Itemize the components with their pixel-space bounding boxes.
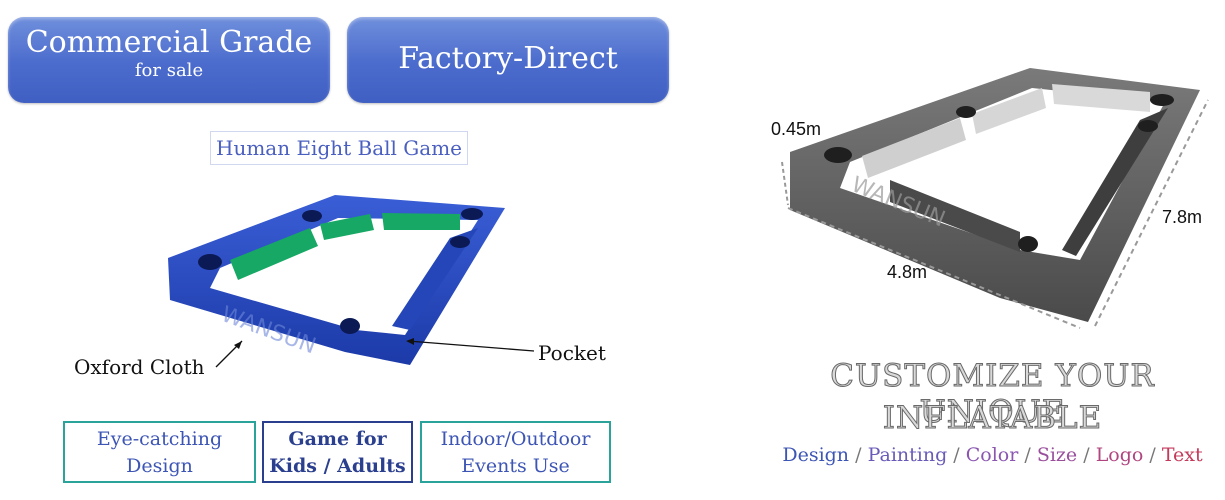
feature-indoor-outdoor: Indoor/Outdoor Events Use [420, 421, 611, 483]
length-dimension-label: 7.8m [1162, 207, 1203, 227]
pocket-label: Pocket [538, 341, 606, 365]
for-sale-text: for sale [134, 60, 204, 81]
feature-line: Events Use [461, 455, 570, 477]
product-title: Human Eight Ball Game [210, 131, 468, 165]
commercial-grade-banner: Commercial Grade for sale [8, 17, 330, 103]
factory-direct-banner: Factory-Direct [347, 17, 669, 103]
customize-heading-line2: INFLATABLE [882, 400, 1103, 437]
oxford-cloth-label: Oxford Cloth [74, 355, 205, 379]
option-separator: / [1083, 444, 1090, 466]
pocket-arrow-icon [406, 338, 535, 352]
option-painting: Painting [867, 444, 948, 466]
customize-heading-line1: CUSTOMIZE YOUR UNIQUE [830, 358, 1155, 431]
feature-line: Eye-catching [96, 428, 223, 450]
option-logo: Logo [1095, 444, 1144, 466]
factory-direct-text: Factory-Direct [398, 41, 618, 76]
feature-kids-adults: Game for Kids / Adults [262, 421, 413, 483]
gray-inflatable-pool-table-image: WANSUN [781, 68, 1209, 329]
feature-line: Game for [288, 428, 387, 450]
option-color: Color [965, 444, 1019, 466]
customize-options: Design / Painting / Color / Size / Logo … [760, 444, 1225, 466]
feature-line: Kids / Adults [269, 455, 406, 477]
height-dimension-label: 0.45m [771, 119, 822, 139]
blue-inflatable-pool-table-image: WANSUN [168, 195, 505, 365]
option-size: Size [1036, 444, 1078, 466]
commercial-grade-text: Commercial Grade [25, 25, 313, 60]
option-separator: / [953, 444, 960, 466]
feature-line: Indoor/Outdoor [440, 428, 591, 450]
option-text: Text [1161, 444, 1203, 466]
option-separator: / [1149, 444, 1156, 466]
oxford-cloth-arrow-icon [215, 340, 243, 368]
width-dimension-label: 4.8m [887, 262, 928, 282]
option-separator: / [855, 444, 862, 466]
option-design: Design [782, 444, 850, 466]
feature-eye-catching: Eye-catching Design [63, 421, 256, 483]
option-separator: / [1024, 444, 1031, 466]
feature-line: Design [126, 455, 193, 477]
